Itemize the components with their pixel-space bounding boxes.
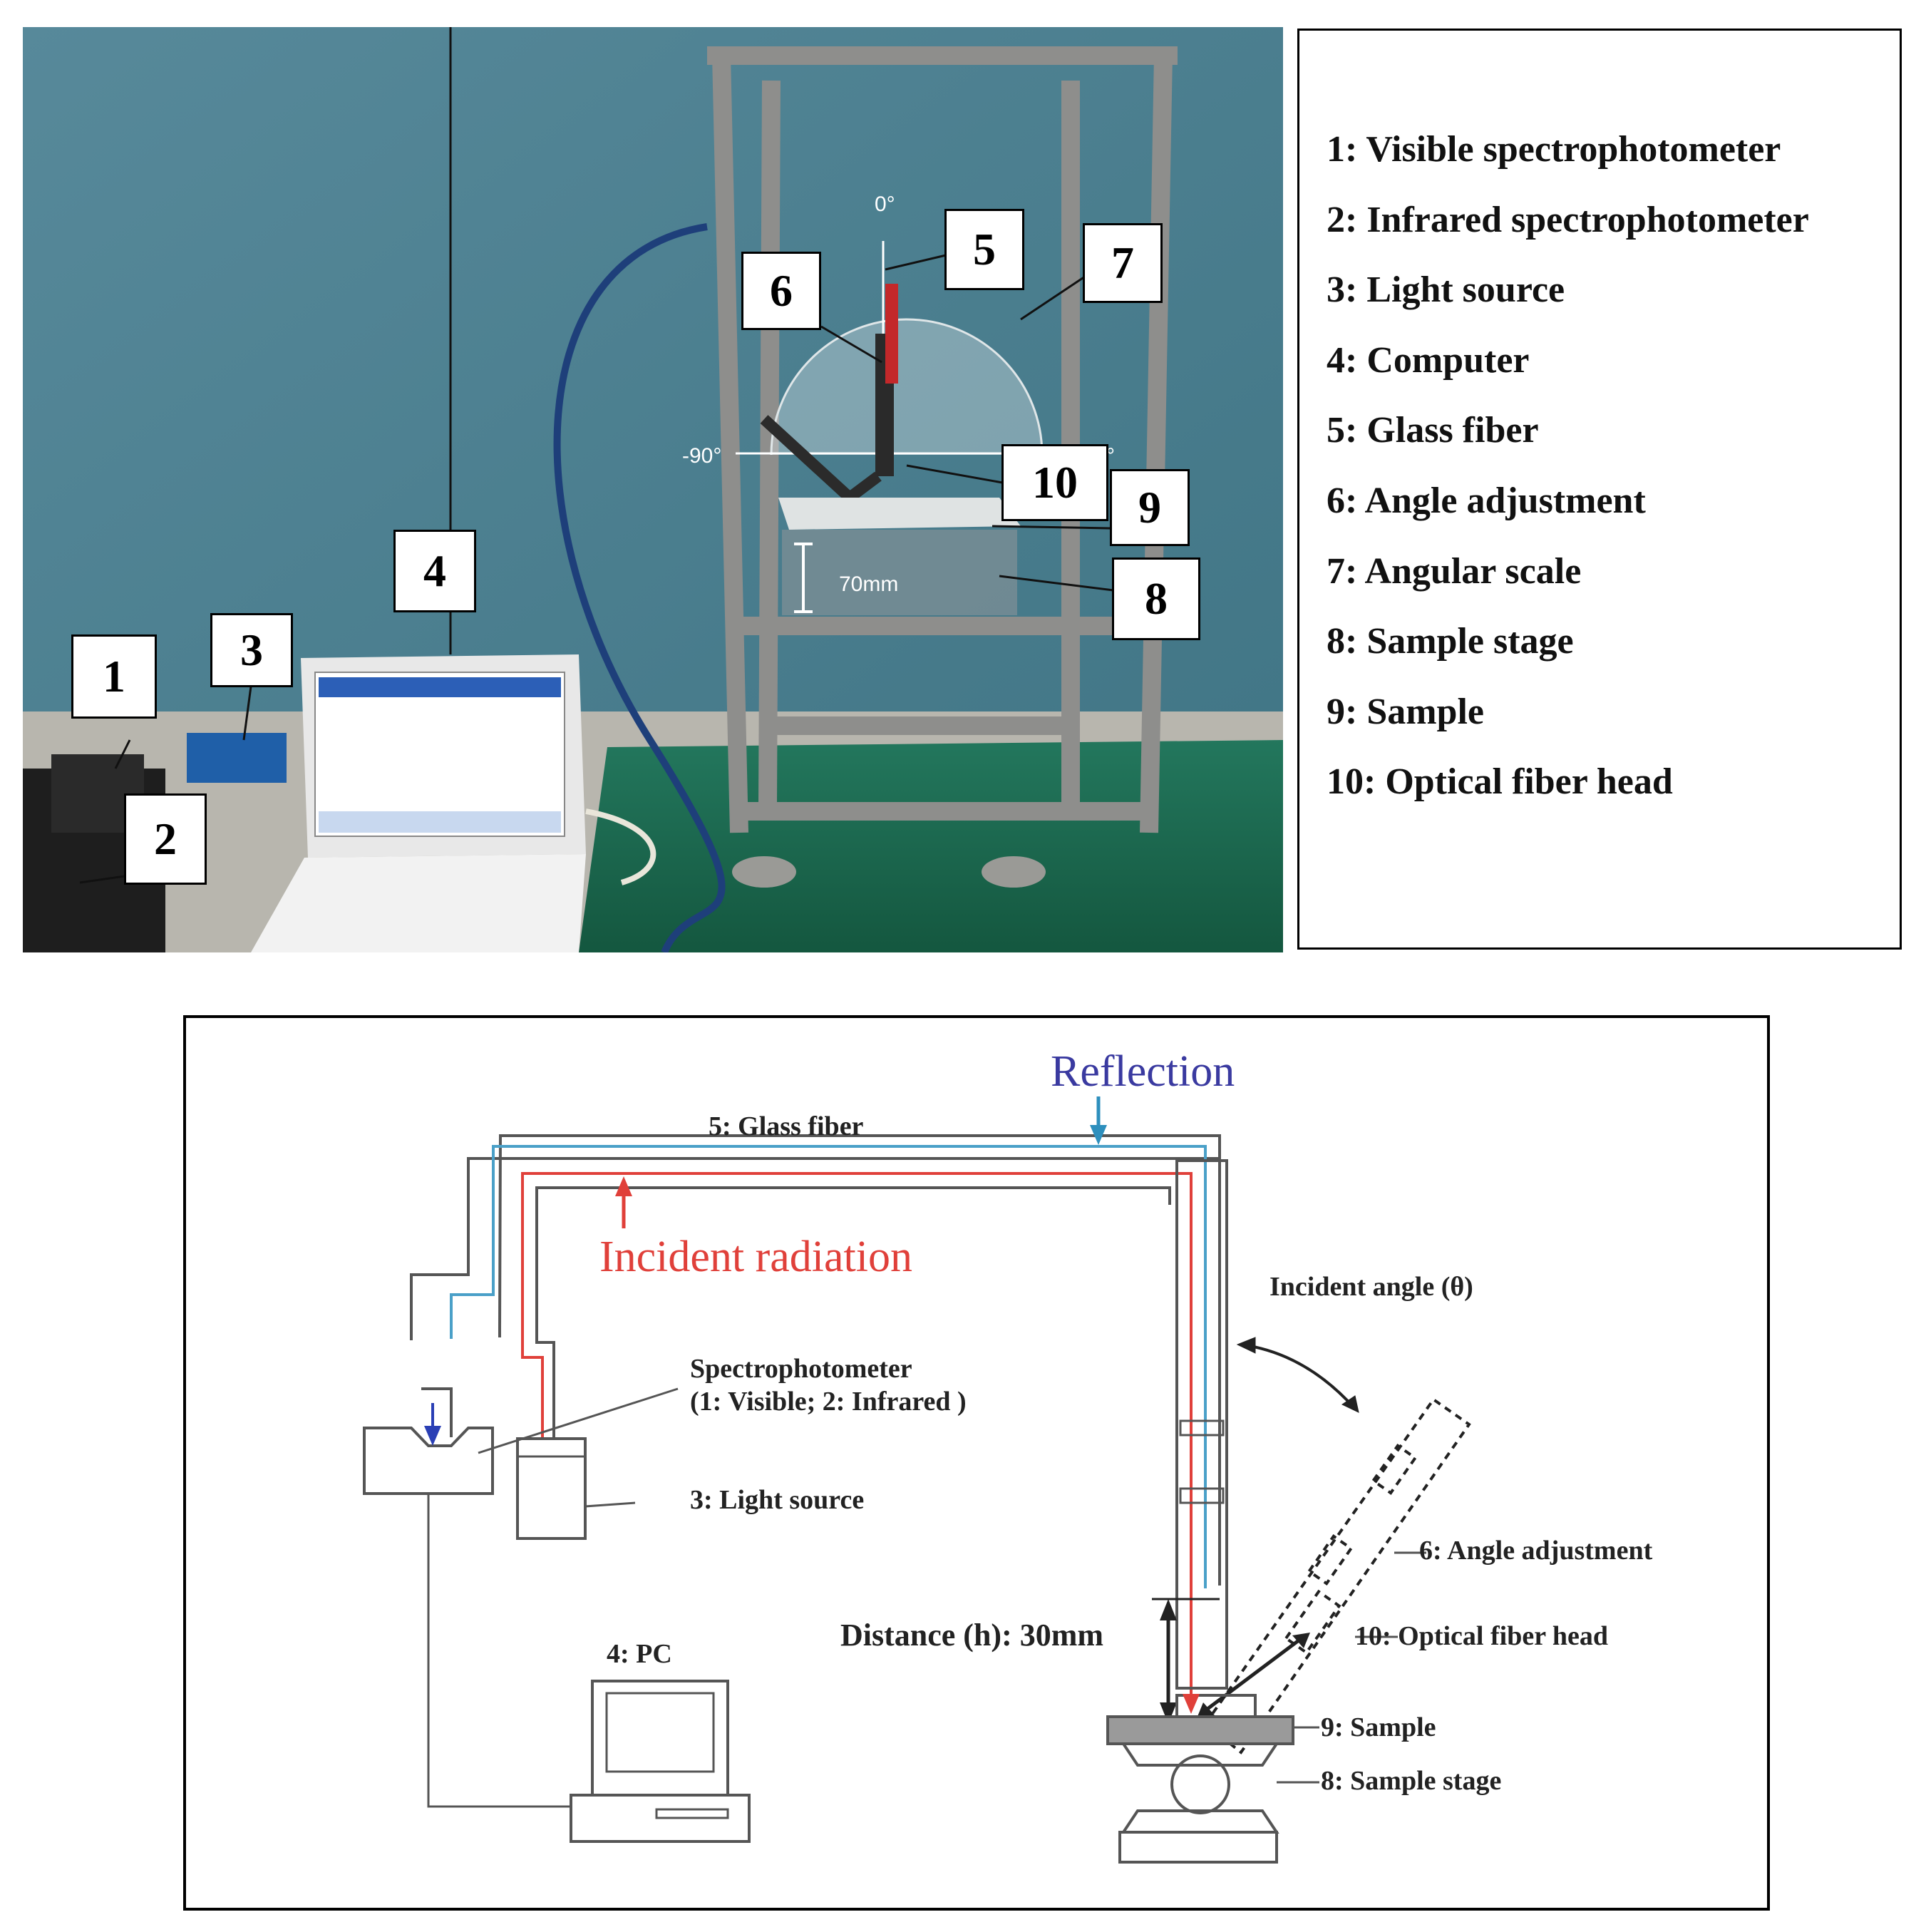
legend-item-2: 2: Infrared spectrophotometer xyxy=(1327,199,1809,240)
device-light-source xyxy=(187,733,287,783)
legend-item-4: 4: Computer xyxy=(1327,339,1530,381)
optical-fiber-head-label: 10: Optical fiber head xyxy=(1355,1621,1609,1651)
pc-monitor xyxy=(591,1680,729,1797)
incident-angle-arc xyxy=(1240,1343,1356,1410)
laptop-taskbar xyxy=(319,811,561,833)
legend-item-8: 8: Sample stage xyxy=(1327,621,1574,662)
tilted-probe xyxy=(1203,1397,1471,1754)
callout-4: 4 xyxy=(393,530,476,612)
callout-1: 1 xyxy=(71,634,157,719)
probe-tube xyxy=(1175,1159,1228,1690)
legend-list: 1: Visible spectrophotometer 2: Infrared… xyxy=(1327,115,1809,818)
pc-label: 4: PC xyxy=(607,1639,672,1669)
angular-scale xyxy=(770,318,1044,456)
angle-label-zero: 0° xyxy=(875,192,895,216)
sample-plate xyxy=(778,498,1021,530)
fiber-reflection-path xyxy=(450,1145,1207,1588)
stage-ball xyxy=(1170,1754,1230,1814)
aluminium-frame xyxy=(707,46,1178,833)
sample-label: 9: Sample xyxy=(1321,1712,1436,1742)
spectrophotometer-box xyxy=(363,1427,494,1495)
schematic-diagram: Reflection 5: Glass fiber Incident radia… xyxy=(183,1015,1770,1911)
legend-item-6: 6: Angle adjustment xyxy=(1327,480,1646,521)
schematic-drawing xyxy=(363,1096,1471,1864)
height-label: 70mm xyxy=(839,572,899,596)
callout-7: 7 xyxy=(1083,223,1163,303)
distance-label: Distance (h): 30mm xyxy=(840,1618,1104,1653)
fiber-incident-path xyxy=(521,1172,1193,1702)
callout-5: 5 xyxy=(944,209,1024,290)
frame-foot-right xyxy=(982,856,1046,888)
fiber-jacket-inner xyxy=(535,1186,1171,1439)
fiber-cable xyxy=(553,223,726,952)
angle-label-minus90: -90° xyxy=(682,444,722,468)
legend-box: 1: Visible spectrophotometer 2: Infrared… xyxy=(1297,29,1902,950)
incident-down-arrow xyxy=(1183,1694,1200,1714)
pc-base xyxy=(570,1794,751,1843)
callout-9: 9 xyxy=(1110,469,1190,546)
callout-8: 8 xyxy=(1112,557,1200,640)
light-source-box xyxy=(516,1437,587,1540)
legend-item-9: 9: Sample xyxy=(1327,691,1484,732)
green-mat xyxy=(579,740,1283,952)
laptop-keyboard xyxy=(251,854,586,952)
callout-10: 10 xyxy=(1001,444,1108,521)
legend-item-3: 3: Light source xyxy=(1327,269,1565,311)
angle-adjustment-label: 6: Angle adjustment xyxy=(1419,1536,1653,1566)
legend-item-10: 10: Optical fiber head xyxy=(1327,761,1673,803)
incident-radiation-label: Incident radiation xyxy=(599,1233,912,1281)
reflection-label: Reflection xyxy=(1051,1047,1235,1096)
frame-foot-left xyxy=(732,856,796,888)
stage-base xyxy=(1118,1831,1278,1864)
glass-fiber-label: 5: Glass fiber xyxy=(709,1111,864,1141)
callout-3: 3 xyxy=(210,613,293,687)
legend-item-7: 7: Angular scale xyxy=(1327,550,1582,592)
spectrophotometer-sub-label: (1: Visible; 2: Infrared ) xyxy=(690,1387,967,1417)
legend-item-1: 1: Visible spectrophotometer xyxy=(1327,129,1781,170)
callout-6: 6 xyxy=(741,252,821,330)
sample-stage-label: 8: Sample stage xyxy=(1321,1766,1502,1796)
laptop-window-titlebar xyxy=(319,677,561,697)
legend-item-5: 5: Glass fiber xyxy=(1327,410,1539,451)
fiber-jacket-outer xyxy=(498,1134,1221,1586)
reflection-arrow xyxy=(1090,1125,1107,1145)
setup-photo: 0° -90° ° 70mm 1 2 3 4 5 6 7 8 9 10 xyxy=(23,27,1283,952)
laptop-screen xyxy=(314,672,565,837)
light-source-label: 3: Light source xyxy=(690,1485,865,1515)
usb-cable xyxy=(585,808,656,885)
callout-2: 2 xyxy=(124,793,207,885)
incident-angle-label: Incident angle (θ) xyxy=(1269,1272,1473,1302)
sample-plate-schematic xyxy=(1106,1715,1294,1745)
sample-stage-block xyxy=(782,530,1017,615)
fiber-jacket-mid xyxy=(410,1157,1220,1340)
pc-cable xyxy=(427,1494,571,1808)
incident-arrow xyxy=(615,1176,632,1196)
angle-label-plus90: ° xyxy=(1106,444,1115,468)
spectrophotometer-label: Spectrophotometer xyxy=(690,1354,912,1384)
red-fiber-sleeve xyxy=(885,284,898,384)
